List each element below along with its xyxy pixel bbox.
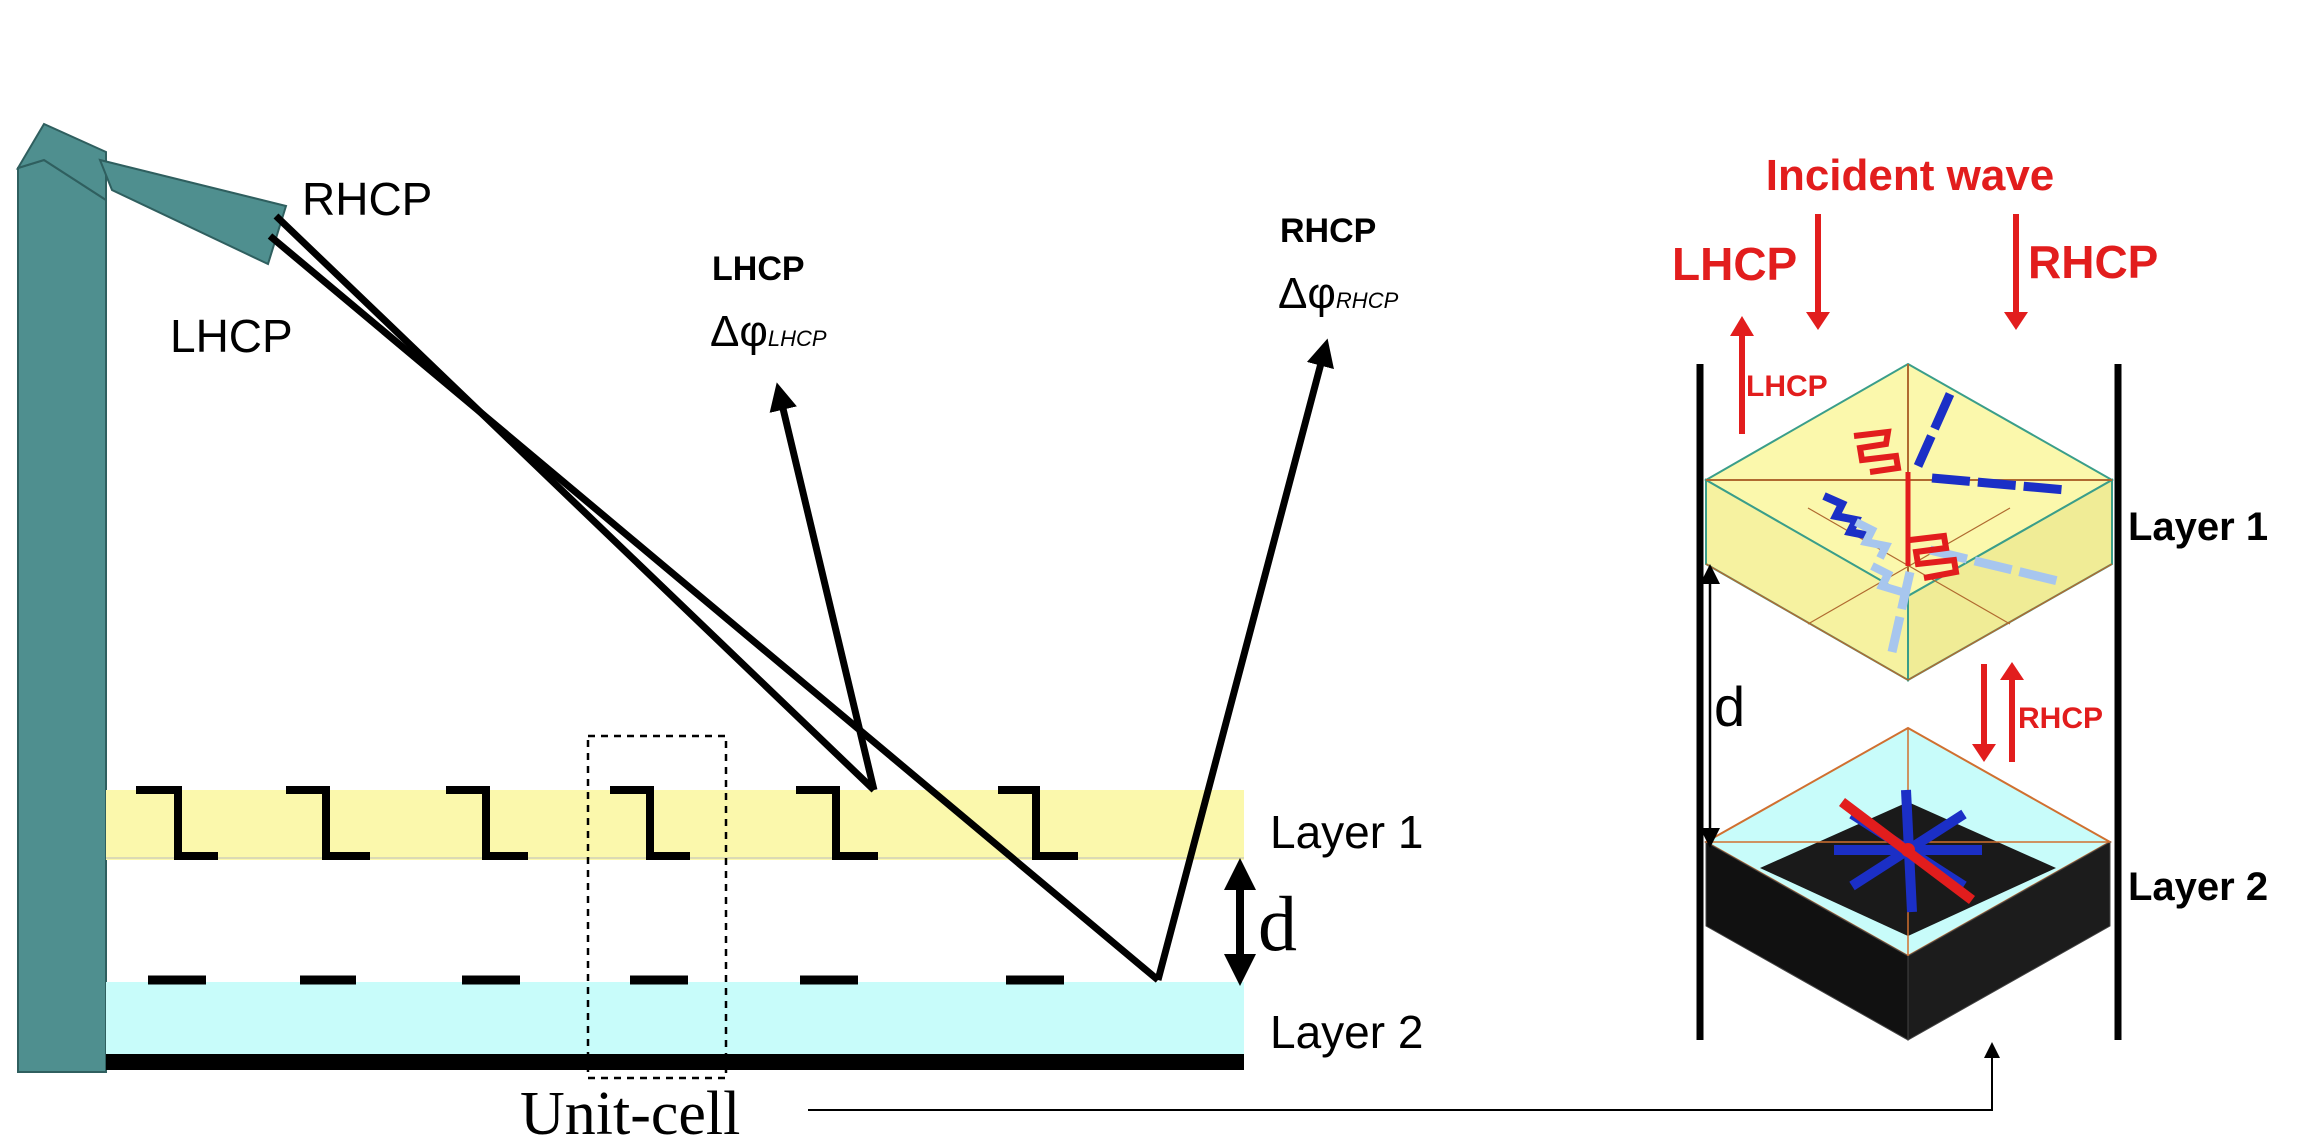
rhcp-phase-symbol: Δφ — [1278, 269, 1336, 318]
lhcp-source-label: LHCP — [170, 310, 293, 362]
rhcp-phase-subscript: RHCP — [1336, 288, 1399, 313]
ray-paths — [267, 213, 1334, 983]
lhcp-phase-label: ΔφLHCP — [710, 307, 827, 356]
right-diagram: Incident wave LHCP RHCP LHCP RHCP d Laye… — [1672, 151, 2268, 1041]
left-diagram: RHCP LHCP LHCP ΔφLHCP RHCP ΔφRHCP Layer … — [15, 122, 2000, 1144]
rhcp-reflected-label: RHCP — [1280, 212, 1376, 250]
reflected-rhcp-label: RHCP — [2018, 702, 2103, 735]
rhcp-incident-ray — [273, 213, 877, 793]
rhcp-phase-label: ΔφRHCP — [1278, 269, 1399, 318]
lhcp-reflected-label: LHCP — [712, 250, 805, 288]
layer2-cell — [1703, 726, 2113, 1041]
rhcp-source-label: RHCP — [302, 173, 432, 225]
layer1-cell — [1703, 362, 2115, 682]
layer1-elements — [136, 786, 1078, 860]
ground-plane — [106, 1054, 1244, 1070]
unit-cell-box — [586, 734, 728, 1080]
reflected-lhcp-label: LHCP — [1746, 370, 1828, 403]
right-layer2-label: Layer 2 — [2128, 865, 2268, 909]
layer1-label: Layer 1 — [1270, 806, 1423, 858]
incident-wave-label: Incident wave — [1766, 151, 2055, 200]
lhcp-incident-ray — [267, 233, 1161, 983]
lhcp-reflected-ray — [769, 382, 878, 791]
incident-arrows — [1730, 214, 2028, 762]
layer2-label: Layer 2 — [1270, 1006, 1423, 1058]
layer2-substrate — [106, 982, 1244, 1054]
layer1-substrate — [106, 790, 1244, 860]
feed-post — [17, 158, 107, 1073]
d-label: d — [1258, 880, 1297, 967]
incident-lhcp-label: LHCP — [1672, 238, 1797, 290]
right-layer1-label: Layer 1 — [2128, 505, 2268, 549]
rhcp-reflected-ray — [1154, 338, 1334, 981]
right-d-label: d — [1714, 675, 1745, 738]
lhcp-phase-symbol: Δφ — [710, 307, 768, 356]
incident-rhcp-label: RHCP — [2028, 236, 2158, 288]
unit-cell-label: Unit-cell — [520, 1080, 740, 1144]
unit-cell-connector — [808, 1042, 2000, 1111]
lhcp-phase-subscript: LHCP — [768, 326, 827, 351]
feed-horn — [98, 158, 288, 266]
